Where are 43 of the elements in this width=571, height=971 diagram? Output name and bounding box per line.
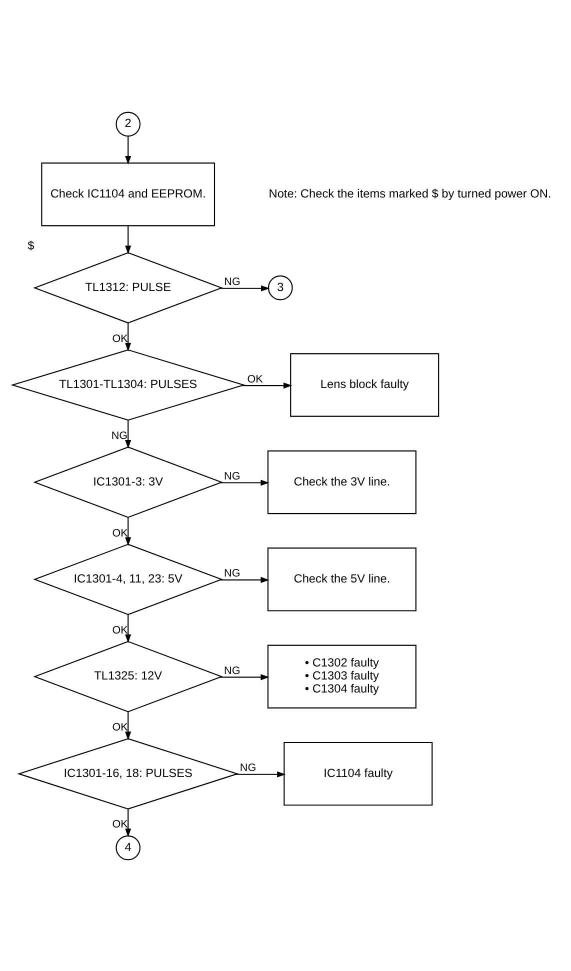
node-box: IC1104 faulty: [284, 741, 433, 806]
arrow: [125, 614, 132, 643]
arrow: [125, 322, 132, 351]
label: Note: Check the items marked $ by turned power ON.: [268, 186, 552, 200]
node-circle: 4: [116, 834, 141, 860]
node-diamond: IC1301-16, 18: PULSES: [17, 738, 240, 809]
node-diamond: TL1325: 12V: [33, 640, 224, 712]
node-box: Check the 5V line.: [267, 547, 416, 611]
edge-label: OK: [247, 372, 263, 385]
edge-label: NG: [224, 567, 240, 580]
node-diamond: TL1301-TL1304: PULSES: [10, 348, 246, 420]
edge-label: NG: [240, 762, 256, 774]
edge-label: OK: [112, 624, 128, 636]
edge-label: OK: [112, 332, 128, 344]
arrow: [125, 517, 132, 546]
arrow: [242, 382, 292, 388]
edge-label: OK: [112, 721, 128, 734]
arrow: [125, 808, 132, 837]
arrow: [220, 576, 270, 582]
node-box: Check IC1104 and EEPROM.: [41, 162, 216, 226]
node-diamond: IC1301-3: 3V: [33, 446, 224, 518]
arrow: [125, 226, 132, 254]
edge-label: NG: [111, 430, 128, 442]
node-diamond: IC1301-4, 11, 23: 5V: [33, 543, 224, 615]
node-circle: 2: [116, 111, 141, 136]
arrow: [220, 479, 270, 486]
node-box: • C1302 faulty • C1303 faulty • C1304 faulty: [267, 644, 416, 708]
arrow: [125, 712, 132, 740]
edge-label: OK: [112, 818, 128, 830]
arrow: [220, 674, 270, 680]
node-diamond: TL1312: PULSE: [33, 252, 224, 323]
edge-label: NG: [224, 470, 240, 482]
edge-label: OK: [112, 526, 128, 539]
edge-label: NG: [224, 664, 240, 676]
arrow: [125, 136, 132, 164]
edge-label: NG: [224, 276, 240, 288]
node-label: $: [28, 238, 34, 252]
node-box: Lens block faulty: [290, 352, 440, 416]
arrow: [125, 420, 132, 448]
node-box: Check the 3V line.: [267, 450, 416, 514]
arrow: [236, 770, 286, 777]
node-circle: 3: [268, 274, 293, 300]
arrow: [220, 284, 270, 291]
